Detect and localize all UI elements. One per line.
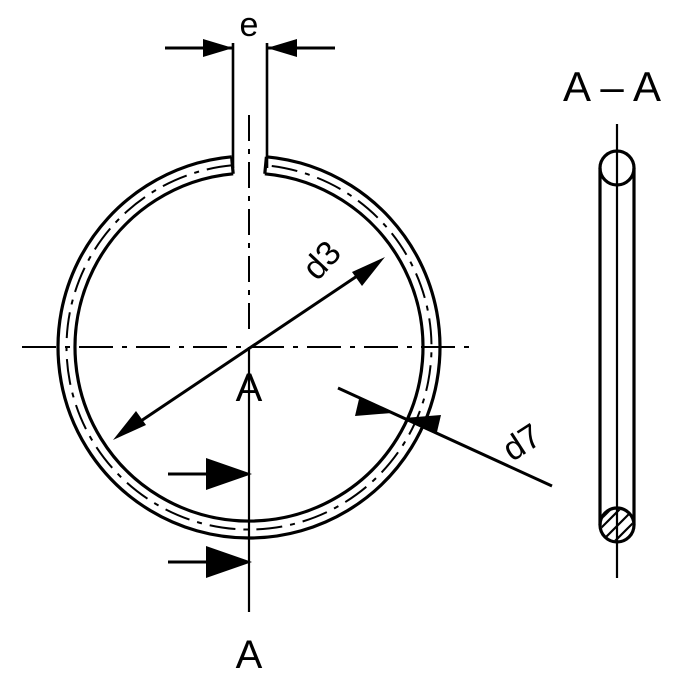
dimension-label-d7: d7 (496, 417, 548, 469)
section-label-a-center: A (236, 366, 263, 410)
section-a-a-title: A – A (563, 63, 661, 110)
ring-inner-arc (73, 172, 425, 523)
section-arrow-upper-head (206, 458, 252, 490)
arrowhead-d3-lower-left (113, 411, 146, 440)
section-top-circle (598, 149, 636, 187)
ring-outer-arc (56, 155, 442, 540)
dim-line-d3 (119, 260, 379, 437)
section-label-a-bottom: A (236, 633, 263, 677)
arrowhead-d7-outer (355, 399, 392, 416)
arrowhead-e-right (267, 39, 297, 57)
ring-mean-dash-arc (65, 164, 433, 531)
section-arrows (168, 458, 252, 578)
dimension-label-d3: d3 (295, 234, 349, 288)
arrowhead-d3-upper-right (352, 257, 385, 286)
ring-front-view: e d3 d7 (22, 6, 553, 677)
dimension-label-e: e (240, 6, 259, 44)
dimension-e: e (165, 6, 335, 168)
arrowhead-d7-inner (404, 415, 441, 432)
section-arrow-lower-head (206, 546, 252, 578)
section-bottom-circle (598, 506, 636, 544)
section-a-a-view: A – A (563, 63, 661, 578)
dim-line-d7 (337, 386, 553, 488)
arrowhead-e-left (203, 39, 233, 57)
